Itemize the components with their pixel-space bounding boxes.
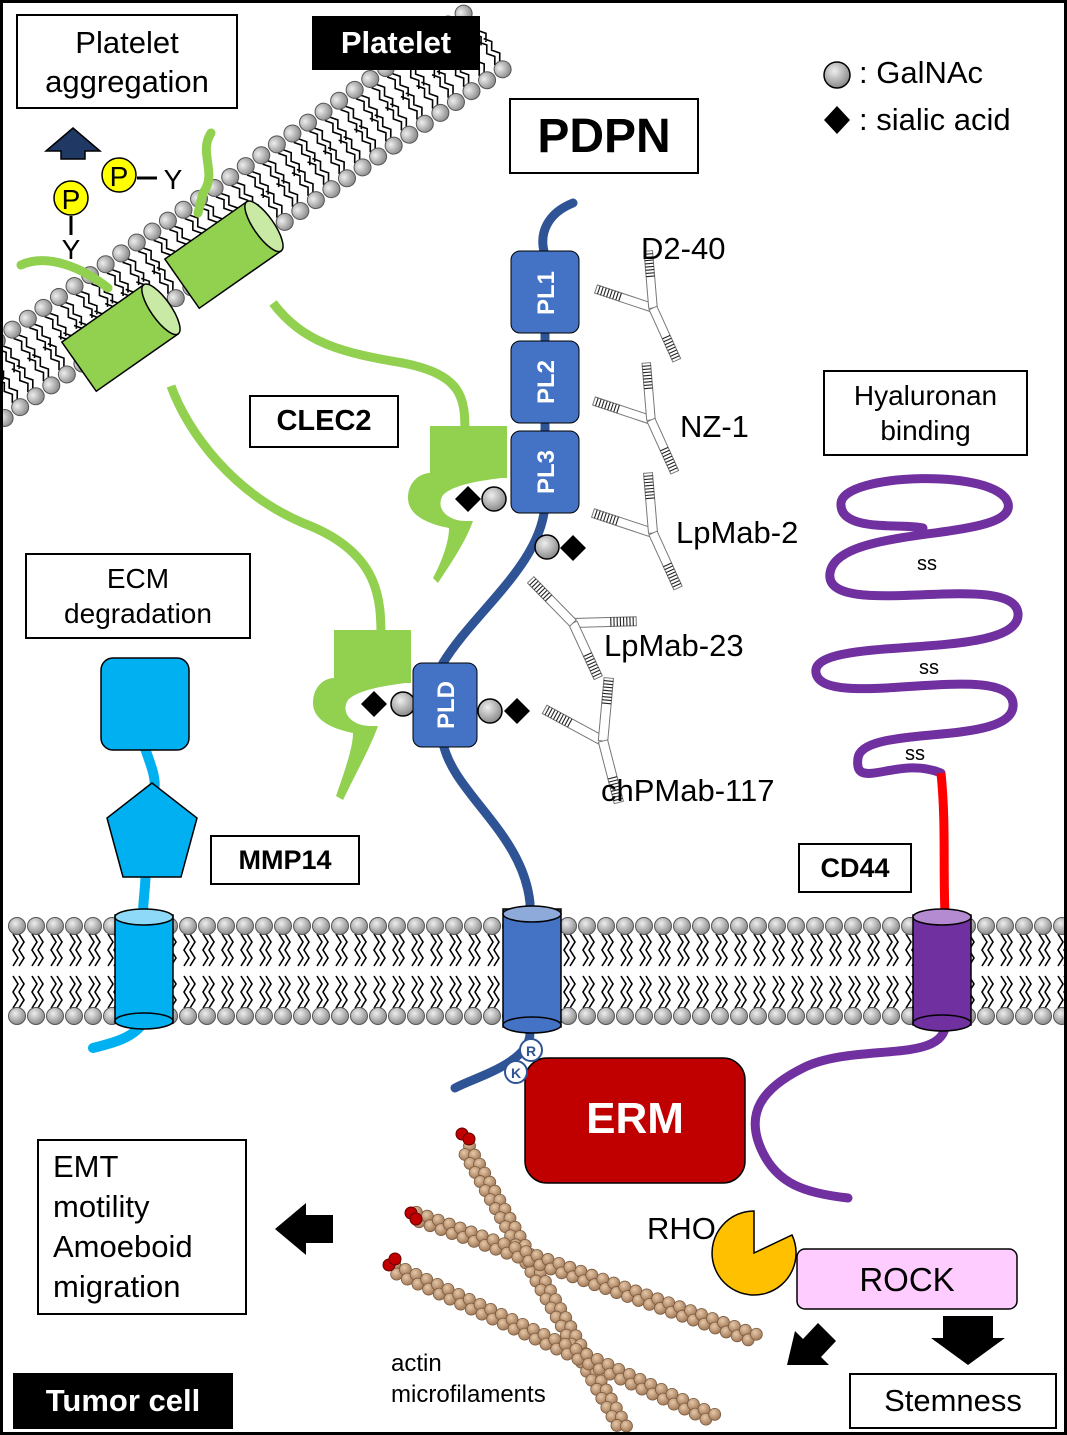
glycans	[361, 486, 586, 724]
antibodies	[526, 250, 683, 805]
platelet-cell-label: Platelet	[312, 16, 480, 70]
pl1-label: PL1	[533, 271, 560, 315]
actin-line-1: actin	[391, 1350, 442, 1377]
pl2-label: PL2	[533, 360, 560, 404]
hyaluronan-line-1: Hyaluronan	[853, 380, 998, 411]
lpmab-23-label: LpMab-23	[604, 628, 744, 663]
pdpn-domains	[412, 250, 580, 748]
disulfide-2: ss	[919, 657, 939, 679]
cd44-label: CD44	[798, 843, 912, 893]
emt-line-3: Amoeboid	[53, 1229, 193, 1264]
phospho-label-2: P	[110, 161, 129, 192]
emt-line-2: motility	[53, 1189, 150, 1224]
diagram-canvas: PL1 PL2 PL3 PLD R K P P Y Y ss ss ss	[3, 4, 1064, 1432]
disulfide-1: ss	[917, 553, 937, 575]
pdpn-title: PDPN	[509, 98, 699, 174]
rock-label: ROCK	[859, 1261, 955, 1298]
rock-protein	[796, 1248, 1018, 1310]
clec2-protein	[16, 128, 507, 800]
erm-label: ERM	[586, 1094, 684, 1143]
pdpn-protein	[438, 198, 578, 1093]
hyaluronan-line-2: binding	[880, 415, 971, 446]
platelet-aggregation-line-1: Platelet	[75, 24, 179, 60]
sialic-legend-icon	[824, 106, 850, 134]
mmp14-protein	[88, 657, 198, 1053]
actin-line-2: microfilaments	[391, 1381, 546, 1408]
pl3-label: PL3	[533, 450, 560, 494]
lpmab-2-label: LpMab-2	[676, 515, 799, 550]
platelet-aggregation-line-2: aggregation	[45, 63, 209, 99]
nz-1-label: NZ-1	[680, 409, 749, 444]
mmp14-label: MMP14	[210, 835, 360, 885]
ecm-line-1: ECM	[106, 563, 170, 594]
rho-protein	[711, 1210, 797, 1296]
ecm-line-2: degradation	[64, 598, 212, 629]
actin-filaments	[382, 1127, 763, 1432]
actin-label: actin microfilaments	[391, 1348, 546, 1410]
tyrosine-label-1: Y	[62, 234, 81, 265]
pld-label: PLD	[433, 681, 460, 729]
ecm-degradation-box: ECM degradation	[25, 553, 251, 639]
clec2-label: CLEC2	[249, 395, 399, 448]
d2-40-label: D2-40	[641, 231, 726, 266]
stemness-box: Stemness	[849, 1373, 1057, 1429]
emt-box: EMT motility Amoeboid migration	[37, 1139, 247, 1315]
lys-residue: K	[511, 1065, 521, 1081]
arrows	[275, 1203, 1005, 1365]
arg-residue: R	[526, 1043, 536, 1059]
tyrosine-label-2: Y	[164, 164, 183, 195]
chpmab-117-label: chPMab-117	[601, 773, 775, 808]
galnac-legend-icon	[823, 61, 851, 89]
hyaluronan-binding-box: Hyaluronan binding	[823, 370, 1028, 456]
cd44-protein	[750, 474, 1023, 1203]
phospho-label-1: P	[62, 184, 81, 215]
rho-label: RHO	[647, 1211, 716, 1246]
phospho-tyrosines	[43, 127, 157, 235]
tumor-cell-label: Tumor cell	[13, 1373, 233, 1429]
emt-line-4: migration	[53, 1269, 181, 1304]
galnac-legend-label: : GalNAc	[859, 55, 984, 90]
disulfide-3: ss	[905, 743, 925, 765]
sialic-legend-label: : sialic acid	[859, 102, 1011, 137]
erm-protein	[524, 1057, 746, 1184]
platelet-aggregation-box: Platelet aggregation	[16, 14, 238, 109]
emt-line-1: EMT	[53, 1149, 119, 1184]
